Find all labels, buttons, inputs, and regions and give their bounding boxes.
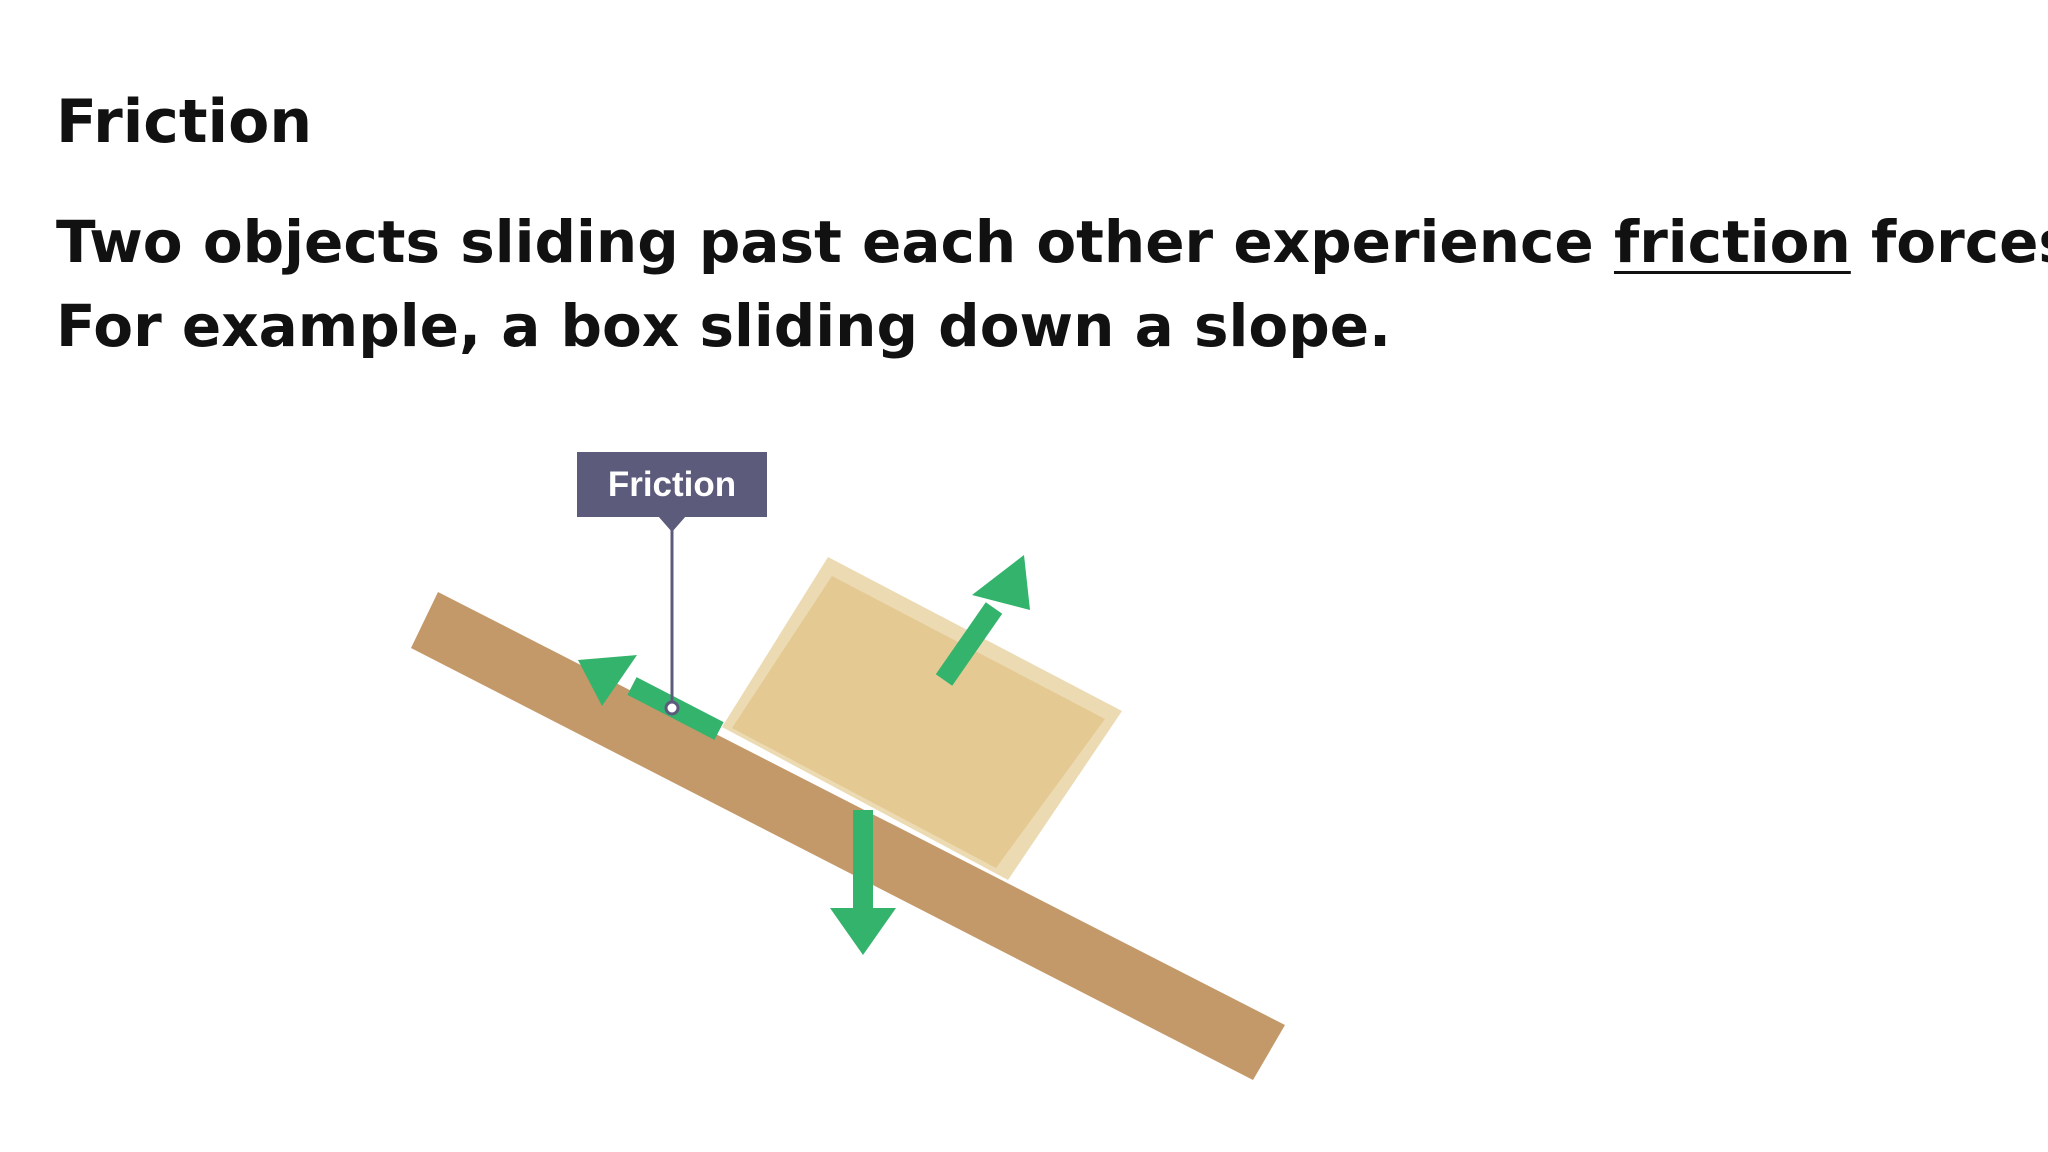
box [732, 576, 1105, 868]
friction-term: friction [1613, 208, 1851, 276]
friction-label-text: Friction [608, 465, 736, 504]
slope [411, 592, 1285, 1080]
weight-arrow [830, 810, 896, 955]
body-line1-start: Two objects sliding past each other expe… [56, 208, 1614, 276]
body-line2: For example, a box sliding down a slope. [56, 292, 1392, 360]
slide-body: Two objects sliding past each other expe… [56, 200, 2048, 368]
normal-force-arrow [935, 555, 1030, 686]
friction-label: Friction [577, 452, 767, 716]
body-line1-end: forces. [1871, 208, 2048, 276]
slide-title: Friction [56, 87, 313, 157]
